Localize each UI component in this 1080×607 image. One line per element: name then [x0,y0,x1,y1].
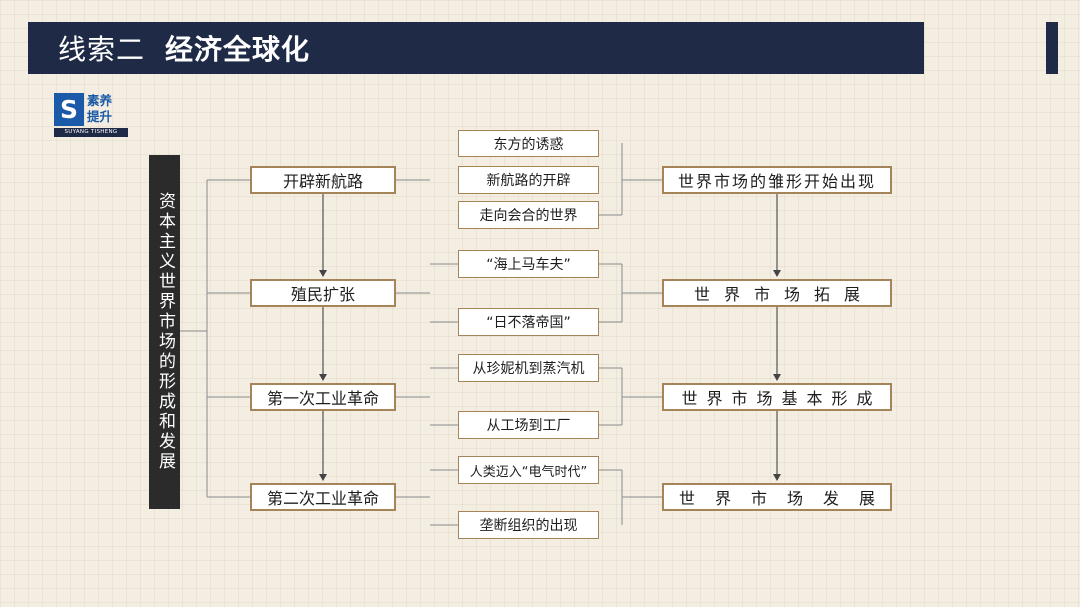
left-node: 第一次工业革命 [250,383,396,411]
header-side-accent [1046,22,1058,74]
middle-node: 从珍妮机到蒸汽机 [458,354,599,382]
right-node: 世界市场的雏形开始出现 [662,166,892,194]
logo-pinyin: SUYANG TISHENG [54,128,128,137]
right-node: 世界市场发展 [662,483,892,511]
logo-line2: 提升 [87,109,113,124]
left-node: 殖民扩张 [250,279,396,307]
header-label: 线索二 [58,33,146,66]
logo-line1: 素养 [87,93,113,108]
logo: S 素养 提升 SUYANG TISHENG [54,93,128,141]
middle-node: 从工场到工厂 [458,411,599,439]
middle-node: 新航路的开辟 [458,166,599,194]
main-title-bar: 资本主义世界市场的形成和发展 [149,155,180,509]
middle-node: “日不落帝国” [458,308,599,336]
right-node: 世界市场基本形成 [662,383,892,411]
header-bar: 线索二 经济全球化 [28,22,924,74]
middle-node: 东方的诱惑 [458,130,599,157]
logo-letter: S [54,93,84,126]
header-title: 经济全球化 [165,33,311,66]
main-title: 资本主义世界市场的形成和发展 [155,192,175,472]
middle-node: 走向会合的世界 [458,201,599,229]
middle-node: 人类迈入“电气时代” [458,456,599,484]
middle-node: “海上马车夫” [458,250,599,278]
left-node: 第二次工业革命 [250,483,396,511]
middle-node: 垄断组织的出现 [458,511,599,539]
right-node: 世界市场拓展 [662,279,892,307]
left-node: 开辟新航路 [250,166,396,194]
